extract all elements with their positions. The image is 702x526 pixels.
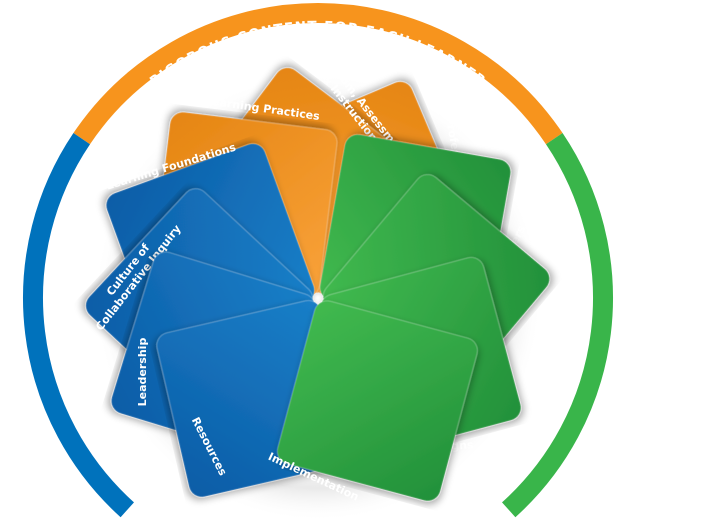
card-label-leadership: Leadership [136,338,149,407]
outer-ring [23,3,613,518]
card-shape [276,300,479,502]
ring-segment-transformational [502,133,613,518]
framework-cards: Professional ExpertiseCurriculum, Assess… [85,35,551,504]
ring-segment-rigorous [73,3,563,145]
ring-segment-conditions [23,133,134,518]
card-label-line: Leadership [136,338,149,407]
